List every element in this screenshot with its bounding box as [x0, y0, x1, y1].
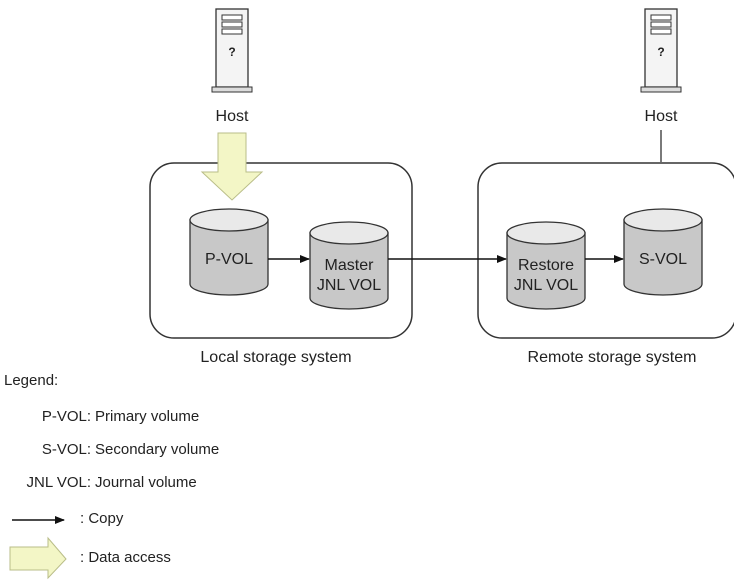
- legend-term-svol: S-VOL:: [41, 441, 91, 458]
- svol-cylinder: [623, 208, 703, 296]
- svg-text:?: ?: [228, 45, 235, 59]
- remote-storage-caption: Remote storage system: [528, 349, 697, 366]
- legend-data-access-arrow-icon: [9, 536, 67, 580]
- restore-jnl-vol-cylinder: [506, 221, 586, 310]
- master-jnl-vol-cylinder: [309, 221, 389, 310]
- legend-desc-svol: Secondary volume: [95, 441, 220, 458]
- master-jnl-label-line2: JNL VOL: [317, 277, 381, 294]
- pvol-cylinder: [189, 208, 269, 296]
- remote-storage-system-box: [477, 162, 734, 339]
- pvol-label: P-VOL: [205, 251, 253, 268]
- host-label-local: Host: [216, 108, 249, 125]
- legend-data-access-label: : Data access: [80, 549, 171, 566]
- legend-title: Legend:: [4, 372, 59, 389]
- legend-term-jnlvol: JNL VOL:: [26, 474, 91, 491]
- legend-copy-label: : Copy: [80, 510, 124, 527]
- restore-jnl-label-line2: JNL VOL: [514, 277, 578, 294]
- local-storage-system-box: [149, 162, 413, 339]
- host-label-remote: Host: [645, 108, 678, 125]
- svol-label: S-VOL: [639, 251, 687, 268]
- master-jnl-label-line1: Master: [325, 257, 375, 274]
- legend-term-pvol: P-VOL:: [41, 408, 91, 425]
- host-server-icon-local: ?: [211, 8, 253, 93]
- legend-desc-jnlvol: Journal volume: [95, 474, 197, 491]
- restore-jnl-label-line1: Restore: [518, 257, 574, 274]
- local-storage-caption: Local storage system: [200, 349, 351, 366]
- legend-desc-pvol: Primary volume: [95, 408, 200, 425]
- svg-text:?: ?: [657, 45, 664, 59]
- host-server-icon-remote: ?: [640, 8, 682, 93]
- data-access-arrow: [200, 132, 264, 201]
